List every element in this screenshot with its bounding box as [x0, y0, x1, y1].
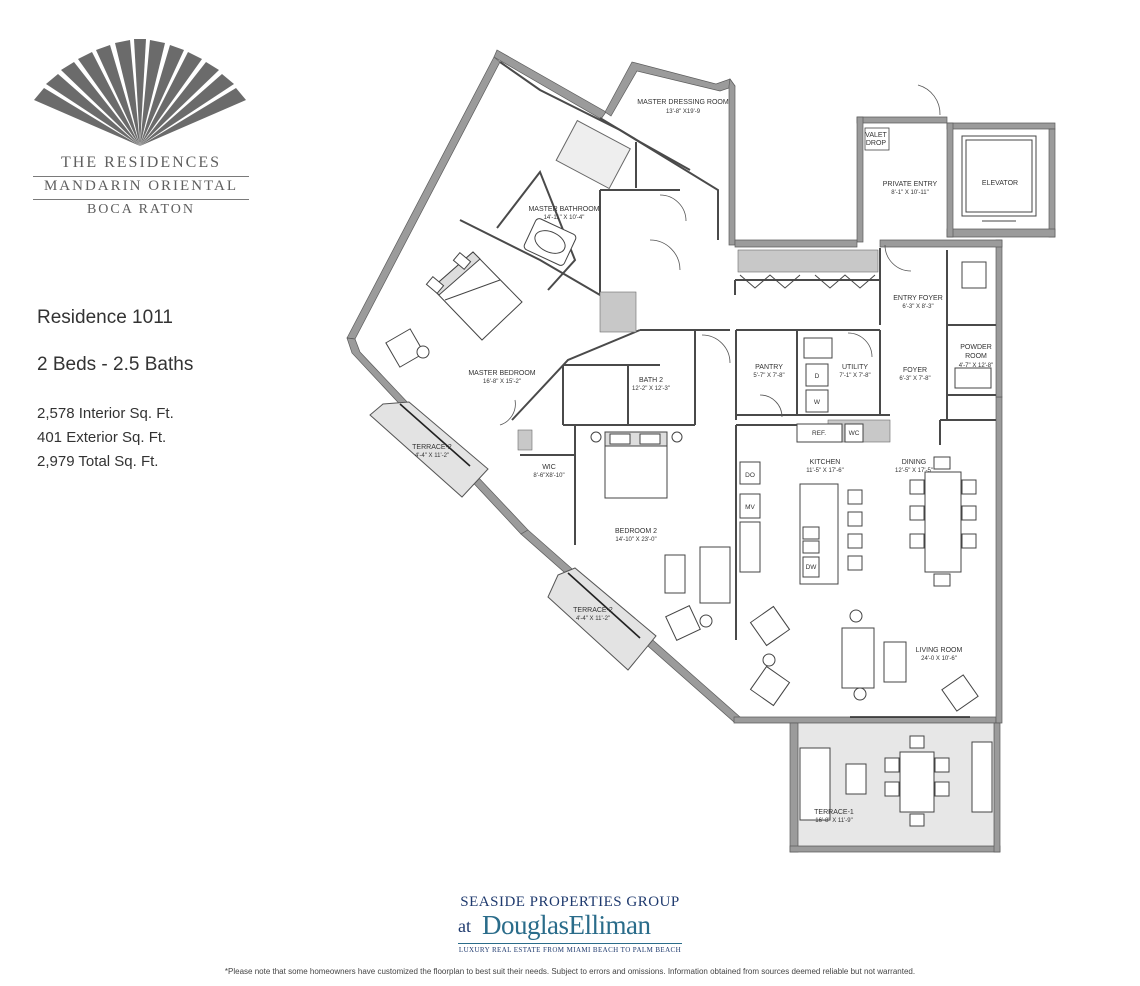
douglas-elliman-rule	[458, 943, 682, 944]
wic-label: WIC	[542, 464, 556, 471]
wic-dims: 8'-6"X8'-10"	[533, 473, 564, 479]
valet-label: VALET	[865, 132, 887, 139]
washer-label: W	[814, 399, 821, 406]
bedroom2-dims: 14'-10" X 23'-0"	[615, 537, 656, 543]
drop-label: DROP	[866, 140, 887, 147]
powder-label-1: POWDER	[960, 344, 992, 351]
foyer-label: FOYER	[903, 367, 927, 374]
master-bath-label: MASTER BATHROOM	[528, 206, 599, 213]
door-swings	[499, 84, 941, 426]
wc-label: WC	[849, 430, 860, 437]
bedroom-2-bed	[590, 431, 683, 499]
disclaimer: *Please note that some homeowners have c…	[224, 967, 916, 976]
corridor-doors	[739, 274, 876, 289]
mv-label: MV	[745, 504, 755, 511]
total-sqft: 2,979 Total Sq. Ft.	[37, 453, 159, 470]
brand-line-3: BOCA RATON	[86, 202, 196, 217]
utility-label: UTILITY	[842, 364, 868, 371]
entry-foyer-dims: 6'-3" X 8'-3"	[902, 304, 933, 310]
brand-line-2: MANDARIN ORIENTAL	[43, 178, 239, 194]
master-bed	[425, 251, 523, 341]
exterior-sqft: 401 Exterior Sq. Ft.	[37, 429, 167, 446]
master-chair	[385, 328, 430, 368]
dw-label: DW	[806, 564, 818, 571]
interior-sqft: 2,578 Interior Sq. Ft.	[37, 405, 174, 422]
living-seating	[749, 605, 979, 712]
terrace1-label: TERRACE-1	[814, 809, 854, 816]
elevator-car	[961, 135, 1037, 222]
residence-title: Residence 1011	[37, 307, 173, 328]
terrace2-left-label: TERRACE-2	[412, 444, 452, 451]
terrace2-left-dims: 4'-4" X 11'-2"	[415, 453, 449, 459]
seaside-properties-group: SEASIDE PROPERTIES GROUP	[460, 894, 680, 910]
at-text: at	[458, 916, 471, 936]
beds-baths: 2 Beds - 2.5 Baths	[37, 354, 194, 375]
terrace1-dims: 16'-8" X 11'-9"	[815, 818, 852, 824]
brand-line-1: THE RESIDENCES	[61, 154, 221, 171]
douglas-elliman-logo-text: DouglasElliman	[482, 910, 651, 940]
bedroom-2-seating	[664, 546, 731, 641]
douglas-elliman-tagline: LUXURY REAL ESTATE FROM MIAMI BEACH TO P…	[458, 946, 682, 954]
powder-label-2: ROOM	[965, 353, 987, 360]
dryer-label: D	[815, 373, 820, 380]
foyer-dims: 6'-3" X 7'-8"	[899, 376, 930, 382]
dining-dims: 12'-5" X 17'-5"	[895, 468, 933, 474]
bathtub	[523, 218, 577, 266]
mandarin-oriental-fan-logo	[34, 39, 246, 146]
kitchen-label: KITCHEN	[810, 459, 841, 466]
dining-set	[909, 456, 977, 587]
brand-rule-top	[33, 176, 249, 177]
terrace-2-left	[369, 401, 489, 498]
kitchen-dims: 11'-5" X 17'-6"	[806, 468, 843, 474]
entry-foyer-label: ENTRY FOYER	[893, 295, 943, 302]
kitchen-fixtures	[739, 461, 863, 585]
utility-fixtures	[803, 337, 833, 413]
powder-dims: 4'-7" X 12'-8"	[959, 363, 994, 369]
bedroom2-label: BEDROOM 2	[615, 528, 657, 535]
terrace2-mid-dims: 4'-4" X 11'-2"	[576, 616, 610, 622]
powder-fixtures	[954, 261, 992, 389]
master-shower	[555, 119, 631, 190]
terrace-2-mid	[547, 567, 657, 671]
wall-fills	[517, 249, 891, 451]
pantry-dims: 5'-7" X 7'-8"	[753, 373, 784, 379]
kitchen-top-appliances	[796, 423, 864, 443]
living-label: LIVING ROOM	[916, 647, 963, 654]
bath2-label: BATH 2	[639, 377, 663, 384]
floor-plan: MASTER DRESSING ROOM 13'-8" X19'-9 MASTE…	[346, 49, 1056, 853]
ref-label: REF.	[812, 430, 826, 437]
master-dressing-label: MASTER DRESSING ROOM	[637, 99, 729, 106]
terrace-1-furniture	[799, 735, 993, 827]
dining-label: DINING	[902, 459, 927, 466]
elevator-label: ELEVATOR	[982, 180, 1018, 187]
master-dressing-dims: 13'-8" X19'-9	[666, 109, 701, 115]
valet-drop-box	[864, 127, 890, 151]
master-bed-label: MASTER BEDROOM	[468, 370, 535, 377]
private-entry-dims: 8'-1" X 10'-11"	[891, 190, 928, 196]
living-dims: 24'-0 X 10'-6"	[921, 656, 957, 662]
bath2-dims: 12'-2" X 12'-3"	[632, 386, 670, 392]
private-entry-label: PRIVATE ENTRY	[883, 181, 938, 188]
pantry-label: PANTRY	[755, 364, 783, 371]
room-labels: MASTER DRESSING ROOM 13'-8" X19'-9 MASTE…	[412, 99, 1018, 824]
master-bed-dims: 16'-8" X 15'-2"	[483, 379, 521, 385]
master-bath-dims: 14'-11" X 10'-4"	[544, 215, 585, 221]
utility-dims: 7'-1" X 7'-8"	[839, 373, 870, 379]
windows	[399, 403, 970, 718]
terrace2-mid-label: TERRACE-2	[573, 607, 613, 614]
do-label: DO	[745, 472, 755, 479]
appliance-labels: REF. WC DO MV DW D W	[745, 373, 860, 571]
brand-rule-bottom	[33, 199, 249, 200]
